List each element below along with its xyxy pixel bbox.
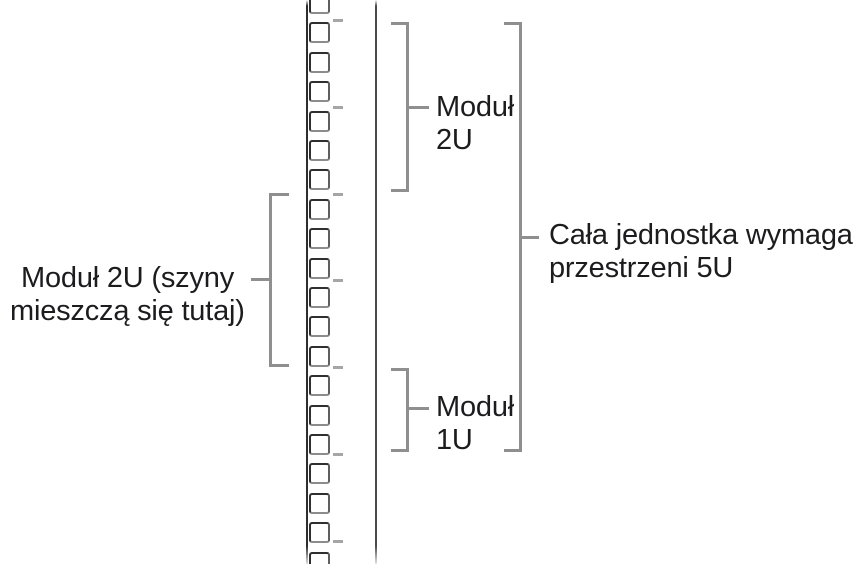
rack-hole [309,551,330,564]
rack-hole [309,110,330,132]
rack-hole [309,375,330,397]
whole-unit-5u-label-line2: przestrzeni 5U [549,252,734,284]
rack-unit-tick [333,105,343,109]
left-module-2u-connector-line [251,278,271,281]
rack-hole [309,287,330,308]
rack-hole [309,228,330,250]
rack-hole [309,434,330,455]
module-1u-connector-line [406,407,429,410]
rack-hole [309,404,330,426]
rack-hole [309,463,330,485]
module-2u-label-line1: Moduł [436,91,514,123]
module-1u-label-line1: Moduł [436,391,514,423]
rack-hole [309,316,330,338]
rack-hole [309,345,330,367]
rack-hole [309,140,330,161]
left-module-2u-label-line1: Moduł 2U (szyny [21,262,234,294]
rack-hole [309,51,330,73]
module-1u-bracket [391,368,409,452]
rack-hole [309,0,330,14]
rack-hole [309,198,330,220]
whole-unit-5u-connector-line [519,236,539,239]
rack-unit-tick [333,192,343,196]
rack-unit-tick [333,19,343,22]
rack-hole [309,22,330,44]
rack-unit-tick [333,453,343,456]
module-1u-label: Moduł 1U [436,391,514,457]
rack-hole [309,81,330,103]
module-2u-label: Moduł 2U [436,91,514,157]
rack-hole [309,257,330,279]
rack-rail-right-line [375,0,377,564]
left-module-2u-label-line2: mieszczą się tutaj) [10,295,245,327]
rack-unit-tick [333,279,343,283]
rack-rail-left-line [306,0,308,564]
whole-unit-5u-label: Cała jednostka wymaga przestrzeni 5U [549,219,853,285]
rack-unit-tick [333,539,343,543]
module-2u-connector-line [406,106,429,109]
rack-hole [309,522,330,544]
left-module-2u-bracket [269,193,289,367]
module-1u-label-line2: 1U [436,424,473,456]
whole-unit-5u-label-line1: Cała jednostka wymaga [549,219,853,251]
rack-hole [309,492,330,514]
rack-hole [309,169,330,191]
rack-unit-tick [333,366,343,370]
module-2u-label-line2: 2U [436,124,473,156]
left-module-2u-label: Moduł 2U (szyny mieszczą się tutaj) [10,262,245,328]
